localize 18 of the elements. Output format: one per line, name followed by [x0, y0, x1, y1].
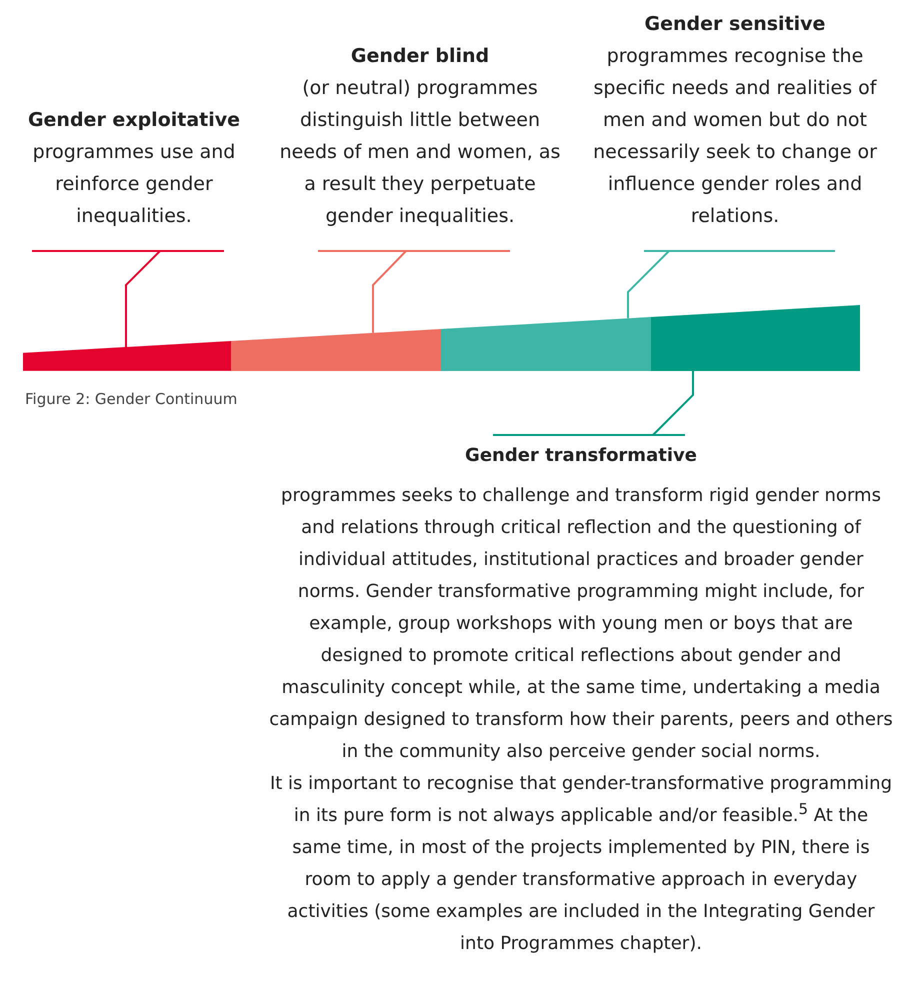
callout-heading: Gender exploitative — [26, 108, 242, 133]
callout-heading: Gender transformative — [464, 444, 698, 468]
continuum-bar-segment — [23, 341, 231, 371]
leader-line — [31, 250, 225, 348]
callout-text: programmes use and reinforce gender inequalities. — [32, 140, 236, 229]
callout-text: It is important to recognise that gender-transformative programming in its pure form is not always applicable and/or feasible.$^{5}$ At the same time, in most of the projects implemented by PIN, there is room to apply a gender transformative approach in everyday activities (some examples are included in the Integrating Gender into Programmes chapter). — [268, 772, 894, 956]
leader-line — [627, 250, 836, 320]
continuum-bar-segment — [651, 305, 860, 371]
continuum-bar-segment — [441, 316, 651, 371]
callout-heading: Gender sensitive — [644, 12, 826, 37]
leader-line — [492, 370, 694, 436]
callout-text: (or neutral) programmes distinguish little between needs of men and women, as a result they perpetuate gender inequalities. — [278, 76, 562, 229]
callout-text: programmes recognise the specific needs and realities of men and women but do not necessarily seek to change or influence gender roles and relations. — [592, 44, 878, 229]
leader-line — [317, 250, 511, 334]
callout-text: programmes seeks to challenge and transform rigid gender norms and relations through critical reflection and the questioning of individual attitudes, institutional practices and broader gender norms. Gender transformative programming might include, for example, group workshops with young men or boys that are designed to promote critical reflections about gender and masculinity concept while, at the same time, undertaking a media campaign designed to transform how their parents, peers and others in the community also perceive gender social norms. — [268, 484, 894, 764]
callout-heading: Gender blind — [350, 44, 490, 69]
continuum-bar-segment — [231, 329, 441, 371]
figure-caption: Figure 2: Gender Continuum — [25, 390, 238, 408]
